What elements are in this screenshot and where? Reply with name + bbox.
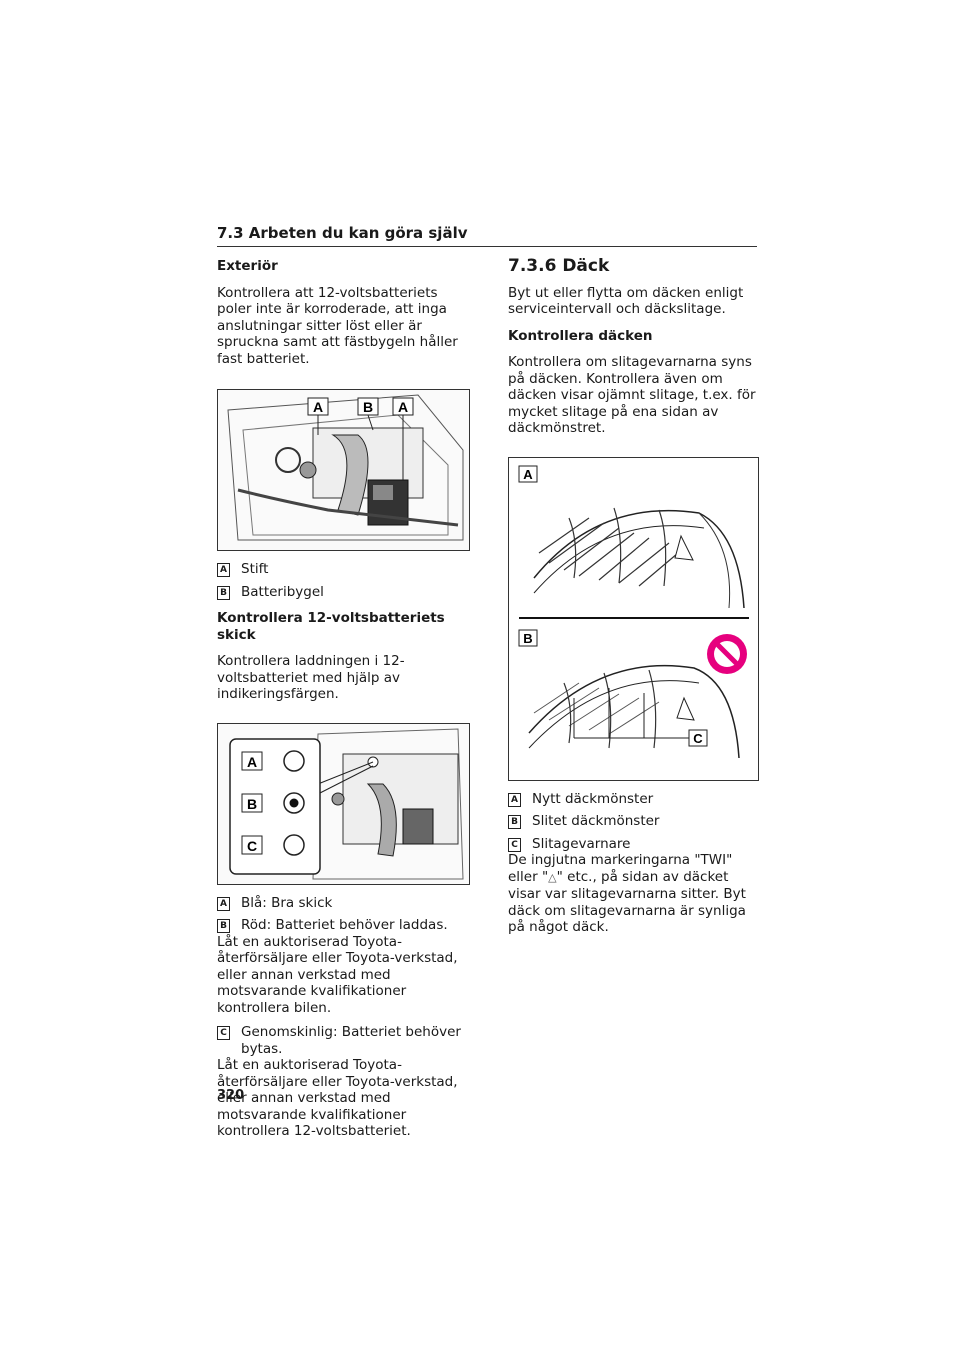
legend-text: Genomskinlig: Batteriet behöver bytas. (241, 1024, 461, 1057)
exterior-heading: Exteriör (217, 258, 278, 274)
b-note: Låt en auktoriserad Toyota-återförsäljar… (217, 933, 458, 1016)
check-tires-heading: Kontrollera däcken (508, 327, 653, 344)
c-note: Låt en auktoriserad Toyota-återförsäljar… (217, 1057, 458, 1139)
fig1-label-a1: A (313, 399, 323, 415)
legend-text: Stift (241, 561, 269, 577)
tire-label-c: C (693, 731, 703, 746)
tire-label-b: B (523, 631, 532, 646)
fig2-label-b: B (247, 796, 257, 812)
twi-note: De ingjutna markeringarna "TWI" eller "△… (508, 852, 758, 936)
check-battery-text: Kontrollera laddningen i 12-voltsbatteri… (217, 653, 405, 702)
badge-a: A (217, 896, 230, 911)
fig1-label-a2: A (398, 399, 408, 415)
badge-c: C (508, 837, 521, 852)
legend-text: Slitagevarnare (532, 835, 631, 852)
legend-item-slitet: B Slitet däckmönster (508, 813, 758, 830)
fig1-label-b: B (363, 399, 373, 415)
twi-note-part1: De ingjutna markeringarna "TWI" eller " (508, 852, 733, 885)
legend-item-slitagevarnare: C Slitagevarnare (508, 836, 758, 853)
legend-text: Nytt däckmönster (532, 790, 654, 807)
tires-title: 7.3.6 Däck (508, 256, 610, 276)
badge-b: B (217, 919, 230, 933)
battery-illustration: A B A (218, 390, 469, 550)
indicator-a-icon (283, 749, 305, 772)
legend-item-genomskinlig: C Genomskinlig: Batteriet behöver bytas. (217, 1024, 467, 1057)
fig2-label-c: C (247, 838, 257, 854)
triangle-icon: △ (548, 870, 557, 884)
legend-item-stift: A Stift (217, 561, 467, 578)
legend-item-batteribygel: B Batteribygel (217, 584, 467, 601)
indicator-illustration: A B C (218, 723, 469, 884)
page-number: 320 (217, 1088, 245, 1103)
exterior-text: Kontrollera att 12-voltsbatteriets poler… (217, 284, 458, 367)
prohibited-icon (707, 633, 747, 674)
badge-a: A (508, 792, 521, 807)
twi-note-part2: " etc., på sidan av däcket visar var sli… (508, 868, 746, 936)
check-tires-text: Kontrollera om slitagevarnarna syns på d… (508, 354, 756, 436)
legend-item-rod: B Röd: Batteriet behöver laddas. (217, 917, 467, 934)
indicator-c-icon (283, 833, 305, 856)
tire-illustration: A B C (509, 457, 758, 780)
right-column: 7.3.6 Däck Byt ut eller flytta om däcken… (508, 256, 759, 944)
tire-figure: A B C (508, 456, 759, 781)
badge-a: A (217, 563, 230, 577)
section-header: 7.3 Arbeten du kan göra själv (217, 224, 757, 247)
legend-text: Röd: Batteriet behöver laddas. (241, 917, 448, 933)
legend-item-bla: A Blå: Bra skick (217, 895, 467, 912)
tires-intro: Byt ut eller flytta om däcken enligt ser… (508, 284, 744, 318)
legend-text: Blå: Bra skick (241, 894, 333, 911)
left-column: Exteriör Kontrollera att 12-voltsbatteri… (217, 258, 470, 1148)
fig2-label-a: A (247, 754, 257, 770)
badge-c: C (217, 1026, 230, 1040)
indicator-figure: A B C (217, 722, 470, 885)
tire-label-a: A (523, 467, 533, 482)
badge-b: B (508, 815, 521, 829)
check-battery-heading: Kontrollera 12-voltsbatteriets skick (217, 610, 445, 643)
badge-b: B (217, 585, 230, 600)
legend-text: Batteribygel (241, 583, 324, 600)
legend-text: Slitet däckmönster (532, 813, 660, 829)
legend-item-nytt: A Nytt däckmönster (508, 791, 758, 808)
battery-figure: A B A (217, 389, 470, 551)
